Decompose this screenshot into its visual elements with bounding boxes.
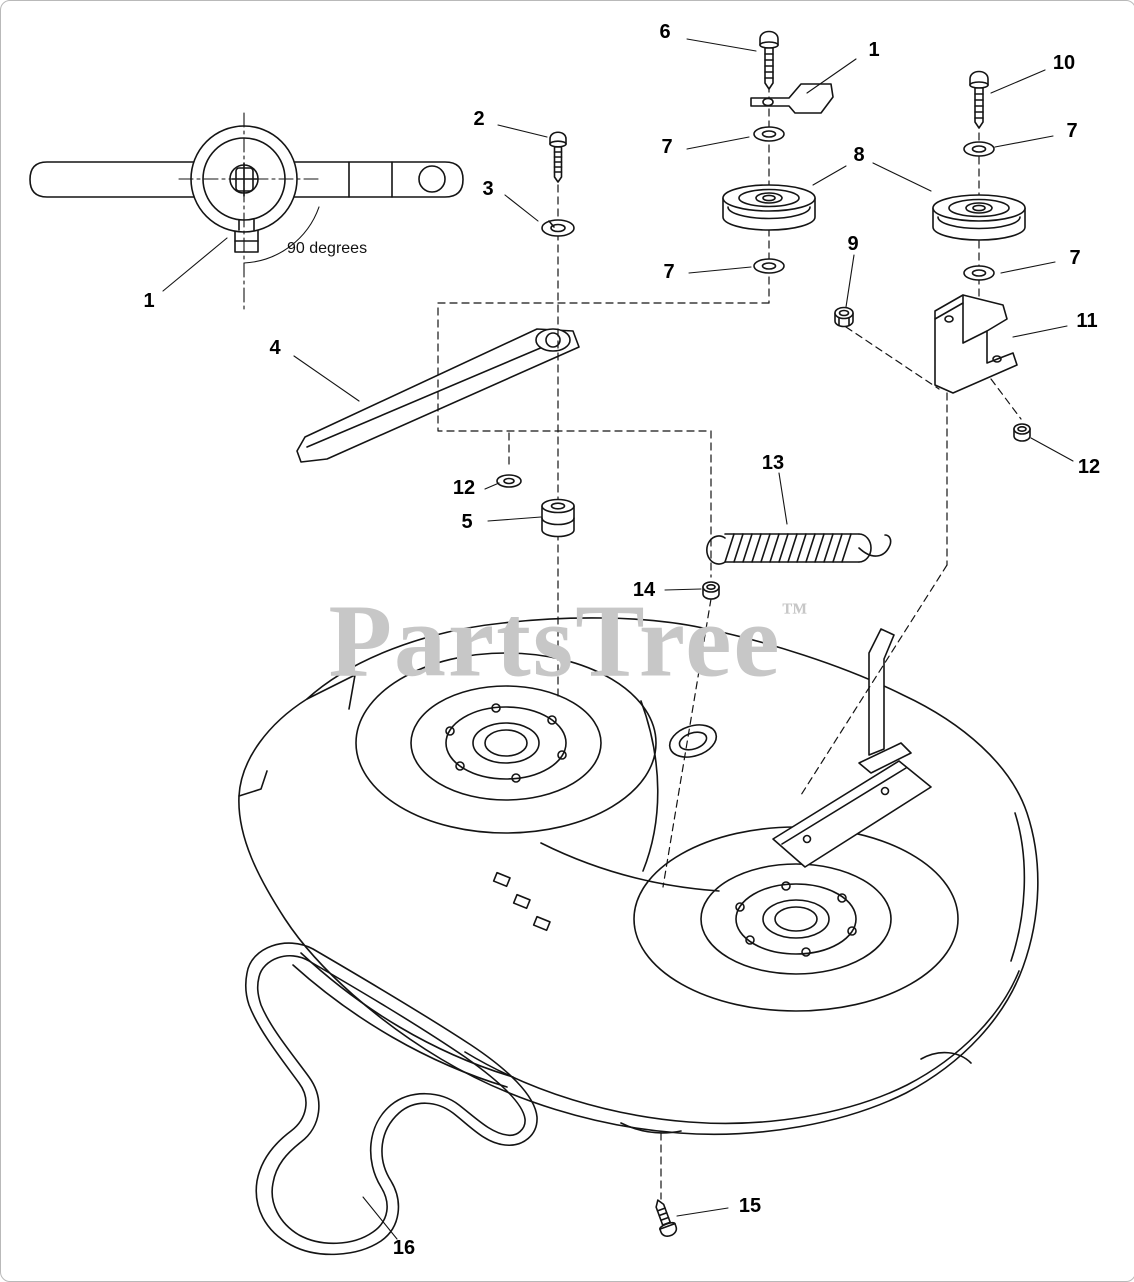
- callout-7-4: 7: [661, 136, 673, 158]
- washer-12-left-icon: [496, 474, 522, 488]
- angle-arc: [243, 206, 320, 264]
- angle-label: 90 degrees: [287, 240, 368, 257]
- callout-8-6: 8: [853, 144, 865, 166]
- watermark: PartsTree™: [328, 582, 807, 701]
- watermark-tm: ™: [781, 597, 808, 627]
- callout-5-17: 5: [461, 511, 473, 533]
- callout-12-15: 12: [1077, 456, 1101, 478]
- bolt-2-icon: [549, 131, 567, 183]
- idler-bracket: [934, 294, 1018, 394]
- lock-washer-3-icon: [541, 219, 575, 237]
- nut-14-icon: [702, 581, 720, 600]
- callout-4-13: 4: [269, 337, 281, 359]
- extension-spring: [706, 533, 892, 565]
- washer-7a-icon: [753, 126, 785, 142]
- mower-deck: [238, 617, 1039, 1136]
- spacer: [541, 498, 575, 538]
- callout-15-19: 15: [738, 1195, 762, 1217]
- washer-7c-icon: [963, 141, 995, 157]
- callout-12-16: 12: [452, 477, 476, 499]
- deck-plate-bracket: [772, 760, 932, 868]
- deck-fin-bracket: [858, 628, 912, 774]
- callout-9-8: 9: [847, 233, 859, 255]
- callout-6-0: 6: [659, 21, 671, 43]
- callout-11-12: 11: [1076, 310, 1098, 332]
- callout-16-20: 16: [392, 1237, 416, 1259]
- callout-13-14: 13: [761, 452, 785, 474]
- callout-14-18: 14: [632, 579, 656, 601]
- callout-7-10: 7: [1069, 247, 1081, 269]
- callout-10-2: 10: [1052, 52, 1076, 74]
- callout-1-11: 1: [143, 290, 155, 312]
- callout-3-7: 3: [482, 178, 494, 200]
- pulley-right: [932, 194, 1026, 241]
- callout-7-9: 7: [663, 261, 675, 283]
- v-belt: [244, 942, 538, 1256]
- callout-7-5: 7: [1066, 120, 1078, 142]
- nut-12-right-icon: [1013, 423, 1031, 442]
- bolt-10-icon: [969, 70, 989, 129]
- washer-7b-icon: [753, 258, 785, 274]
- callout-1-1: 1: [868, 39, 880, 61]
- nut-9-icon: [834, 306, 854, 328]
- blade-adapter-assembly: [29, 125, 464, 253]
- washer-7d-icon: [963, 265, 995, 281]
- belt-keeper-clip: [750, 83, 834, 114]
- bolt-6-icon: [759, 30, 779, 90]
- callout-2-3: 2: [473, 108, 485, 130]
- bolt-15-icon: [655, 1199, 678, 1237]
- watermark-text: PartsTree: [328, 583, 782, 699]
- centerlines: [178, 112, 322, 312]
- leader-lines: [162, 38, 1074, 1240]
- pulley-left: [722, 184, 816, 231]
